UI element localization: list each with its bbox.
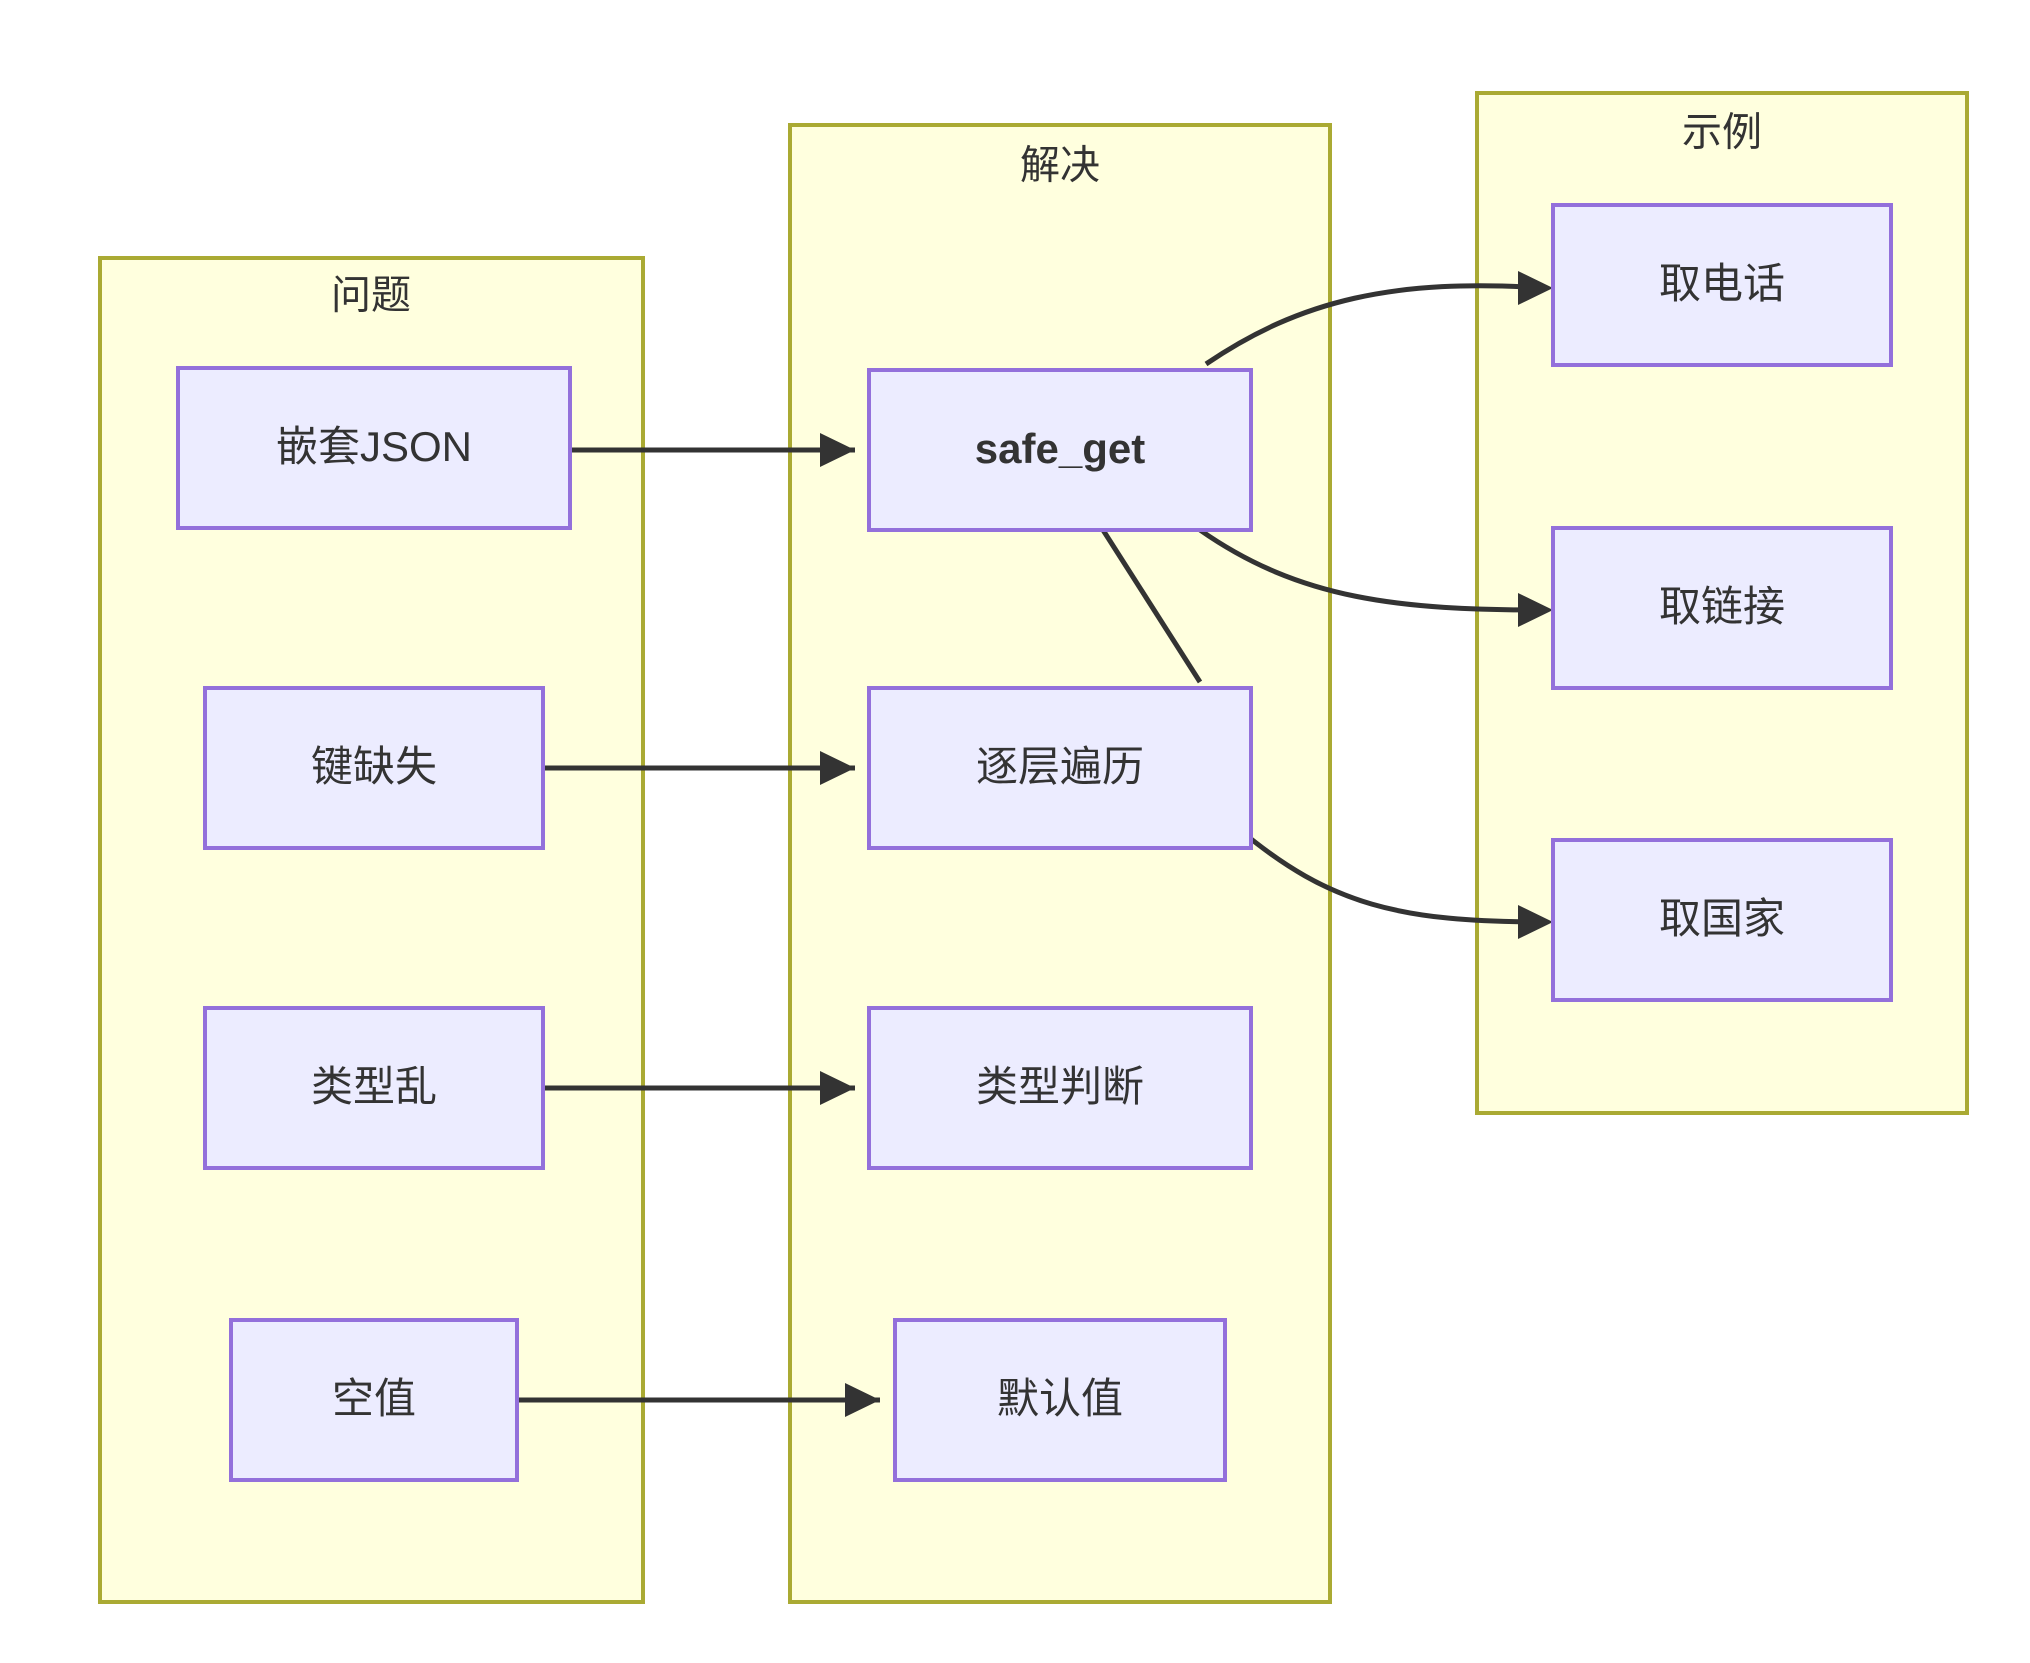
node-null-value[interactable]: 空值 bbox=[229, 1318, 519, 1482]
node-get-country[interactable]: 取国家 bbox=[1551, 838, 1893, 1002]
node-nested-json-label: 嵌套JSON bbox=[276, 423, 472, 470]
edge-safe-get-to-get-phone bbox=[1204, 283, 1546, 367]
node-layer-walk-rect[interactable] bbox=[867, 686, 1253, 850]
node-key-missing-rect[interactable] bbox=[203, 686, 545, 850]
node-type-check-rect[interactable] bbox=[867, 1006, 1253, 1170]
node-get-phone[interactable]: 取电话 bbox=[1551, 203, 1893, 367]
edges-layer bbox=[517, 271, 1553, 1417]
node-layer-walk-label: 逐层遍历 bbox=[976, 743, 1144, 790]
node-key-missing-label: 键缺失 bbox=[311, 743, 437, 790]
node-safe-get[interactable]: safe_get bbox=[867, 368, 1253, 532]
node-null-value-label: 空值 bbox=[332, 1375, 416, 1422]
node-default-value-label: 默认值 bbox=[997, 1375, 1123, 1422]
node-get-phone-rect[interactable] bbox=[1551, 203, 1893, 367]
node-key-missing[interactable]: 键缺失 bbox=[203, 686, 545, 850]
node-nested-json-rect[interactable] bbox=[176, 366, 572, 530]
cluster-problem-label: 问题 bbox=[331, 274, 411, 318]
edge-safe-get-to-get-link bbox=[1198, 527, 1546, 613]
node-default-value-rect[interactable] bbox=[893, 1318, 1227, 1482]
node-get-phone-label: 取电话 bbox=[1659, 260, 1785, 307]
node-null-value-rect[interactable] bbox=[229, 1318, 519, 1482]
edge-arrow-safe-get-to-get-phone bbox=[1518, 271, 1553, 305]
node-nested-json[interactable]: 嵌套JSON bbox=[176, 366, 572, 530]
edge-arrow-null-value-to-default-value bbox=[845, 1383, 880, 1417]
node-type-check-label: 类型判断 bbox=[976, 1063, 1144, 1110]
edge-arrow-safe-get-to-get-link bbox=[1518, 593, 1553, 627]
edge-arrow-layer-walk-to-get-country bbox=[1518, 905, 1553, 939]
node-safe-get-label: safe_get bbox=[975, 425, 1145, 472]
node-safe-get-rect[interactable] bbox=[867, 368, 1253, 532]
node-layer-walk[interactable]: 逐层遍历 bbox=[867, 686, 1253, 850]
node-get-link-label: 取链接 bbox=[1659, 583, 1785, 630]
node-type-mess-rect[interactable] bbox=[203, 1006, 545, 1170]
node-type-mess-label: 类型乱 bbox=[311, 1063, 437, 1110]
edge-safe-get-to-layer-walk bbox=[1100, 528, 1203, 684]
edge-layer-walk-to-get-country bbox=[1238, 828, 1546, 925]
node-type-mess[interactable]: 类型乱 bbox=[203, 1006, 545, 1170]
node-get-link[interactable]: 取链接 bbox=[1551, 526, 1893, 690]
node-type-check[interactable]: 类型判断 bbox=[867, 1006, 1253, 1170]
node-default-value[interactable]: 默认值 bbox=[893, 1318, 1227, 1482]
node-get-country-rect[interactable] bbox=[1551, 838, 1893, 1002]
edge-arrow-key-missing-to-layer-walk bbox=[820, 751, 855, 785]
cluster-example-label: 示例 bbox=[1682, 111, 1762, 155]
cluster-solution-label: 解决 bbox=[1020, 144, 1100, 188]
edge-arrow-nested-json-to-safe-get bbox=[820, 433, 855, 467]
node-get-country-label: 取国家 bbox=[1659, 895, 1785, 942]
edge-arrow-type-mess-to-type-check bbox=[820, 1071, 855, 1105]
node-get-link-rect[interactable] bbox=[1551, 526, 1893, 690]
